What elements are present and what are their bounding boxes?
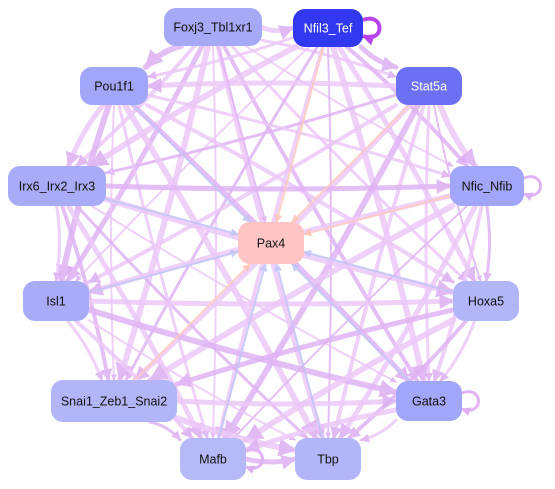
edge-stat5a-mafb [222, 102, 421, 441]
edge-foxj3-hoxa5 [230, 44, 468, 283]
node-mafb[interactable]: Mafb [180, 438, 246, 480]
node-box-nfic [450, 166, 524, 206]
self-loop-mafb [245, 448, 264, 474]
node-label-hoxa5: Hoxa5 [468, 295, 504, 309]
edge-stat5a-pax4 [291, 104, 411, 223]
edge-nfic-tbp [337, 203, 478, 441]
node-box-snai1 [51, 380, 177, 422]
edge-layer [53, 16, 542, 474]
node-label-mafb: Mafb [199, 453, 227, 467]
edge-hoxa5-mafb [243, 317, 456, 443]
node-label-gata3: Gata3 [412, 395, 446, 409]
edge-isl1-pax4 [88, 249, 239, 294]
node-box-pou1f1 [80, 67, 148, 105]
edge-mafb-tbp [243, 454, 298, 470]
edge-isl1-snai1 [66, 319, 104, 382]
edge-foxj3-pax4 [217, 45, 267, 223]
node-pou1f1[interactable]: Pou1f1 [80, 67, 148, 105]
node-isl1[interactable]: Isl1 [23, 281, 89, 321]
edge-isl1-hoxa5 [86, 293, 456, 309]
edge-snai1-pax4 [133, 263, 252, 381]
node-box-foxj3 [164, 8, 262, 46]
self-loop-nfic [523, 175, 542, 201]
node-snai1[interactable]: Snai1_Zeb1_Snai2 [51, 380, 177, 422]
edge-hoxa5-snai1 [174, 307, 456, 388]
self-loop-gata3 [461, 390, 480, 416]
node-hoxa5[interactable]: Hoxa5 [453, 281, 519, 321]
edge-snai1-mafb [148, 420, 182, 442]
node-irx6[interactable]: Irx6_Irx2_Irx3 [8, 166, 106, 206]
node-box-stat5a [396, 67, 462, 105]
edge-irx6-isl1 [53, 204, 62, 283]
node-box-nfil3 [293, 9, 363, 47]
node-label-snai1: Snai1_Zeb1_Snai2 [61, 395, 167, 409]
edge-nfil3-pax4 [274, 46, 324, 223]
node-stat5a[interactable]: Stat5a [396, 67, 462, 105]
edge-stat5a-nfic [437, 102, 479, 169]
edge-mafb-pax4 [217, 263, 268, 439]
edge-irx6-mafb [65, 203, 204, 441]
node-box-hoxa5 [453, 281, 519, 321]
edge-irx6-nfic [103, 178, 453, 194]
node-box-tbp [295, 438, 361, 480]
edge-snai1-gata3 [174, 394, 399, 410]
node-nfil3[interactable]: Nfil3_Tef [293, 9, 363, 47]
node-box-pax4 [238, 222, 304, 264]
edge-irx6-pax4 [105, 198, 239, 237]
edge-nfic-hoxa5 [483, 204, 492, 283]
edge-foxj3-nfil3 [259, 24, 296, 40]
node-label-pou1f1: Pou1f1 [94, 80, 134, 94]
edge-stat5a-irx6 [104, 93, 398, 176]
node-box-mafb [180, 438, 246, 480]
edge-irx6-gata3 [90, 205, 397, 383]
node-foxj3[interactable]: Foxj3_Tbl1xr1 [164, 8, 262, 46]
edge-foxj3-mafb [210, 45, 217, 439]
node-label-foxj3: Foxj3_Tbl1xr1 [173, 21, 252, 35]
node-label-tbp: Tbp [317, 453, 339, 467]
edge-nfic-snai1 [147, 203, 456, 383]
edge-pou1f1-pax4 [132, 104, 251, 223]
edge-foxj3-snai1 [115, 43, 211, 383]
edge-gata3-pax4 [291, 263, 410, 382]
edge-hoxa5-pax4 [303, 249, 454, 294]
edge-nfil3-stat5a [358, 44, 399, 72]
node-label-stat5a: Stat5a [411, 80, 447, 94]
node-box-irx6 [8, 166, 106, 206]
self-loop-nfil3 [361, 16, 382, 46]
edge-hoxa5-gata3 [438, 319, 477, 383]
edge-pou1f1-irx6 [65, 102, 106, 169]
node-tbp[interactable]: Tbp [295, 438, 361, 480]
node-box-gata3 [396, 381, 462, 421]
edge-snai1-tbp [174, 415, 298, 457]
edge-stat5a-isl1 [87, 103, 398, 284]
edge-foxj3-gata3 [222, 44, 420, 383]
node-pax4[interactable]: Pax4 [238, 222, 304, 264]
edge-nfic-pax4 [303, 194, 451, 237]
edge-foxj3-pou1f1 [142, 43, 185, 70]
edge-tbp-pax4 [274, 263, 324, 439]
node-label-nfic: Nfic_Nfib [462, 180, 513, 194]
node-gata3[interactable]: Gata3 [396, 381, 462, 421]
node-label-pax4: Pax4 [257, 237, 286, 251]
node-nfic[interactable]: Nfic_Nfib [450, 166, 524, 206]
node-box-isl1 [23, 281, 89, 321]
edge-pou1f1-tbp [121, 102, 319, 441]
node-label-irx6: Irx6_Irx2_Irx3 [19, 180, 95, 194]
node-label-nfil3: Nfil3_Tef [304, 22, 353, 36]
node-label-isl1: Isl1 [46, 295, 66, 309]
edge-stat5a-pou1f1 [145, 77, 399, 93]
edge-gata3-tbp [359, 418, 398, 443]
